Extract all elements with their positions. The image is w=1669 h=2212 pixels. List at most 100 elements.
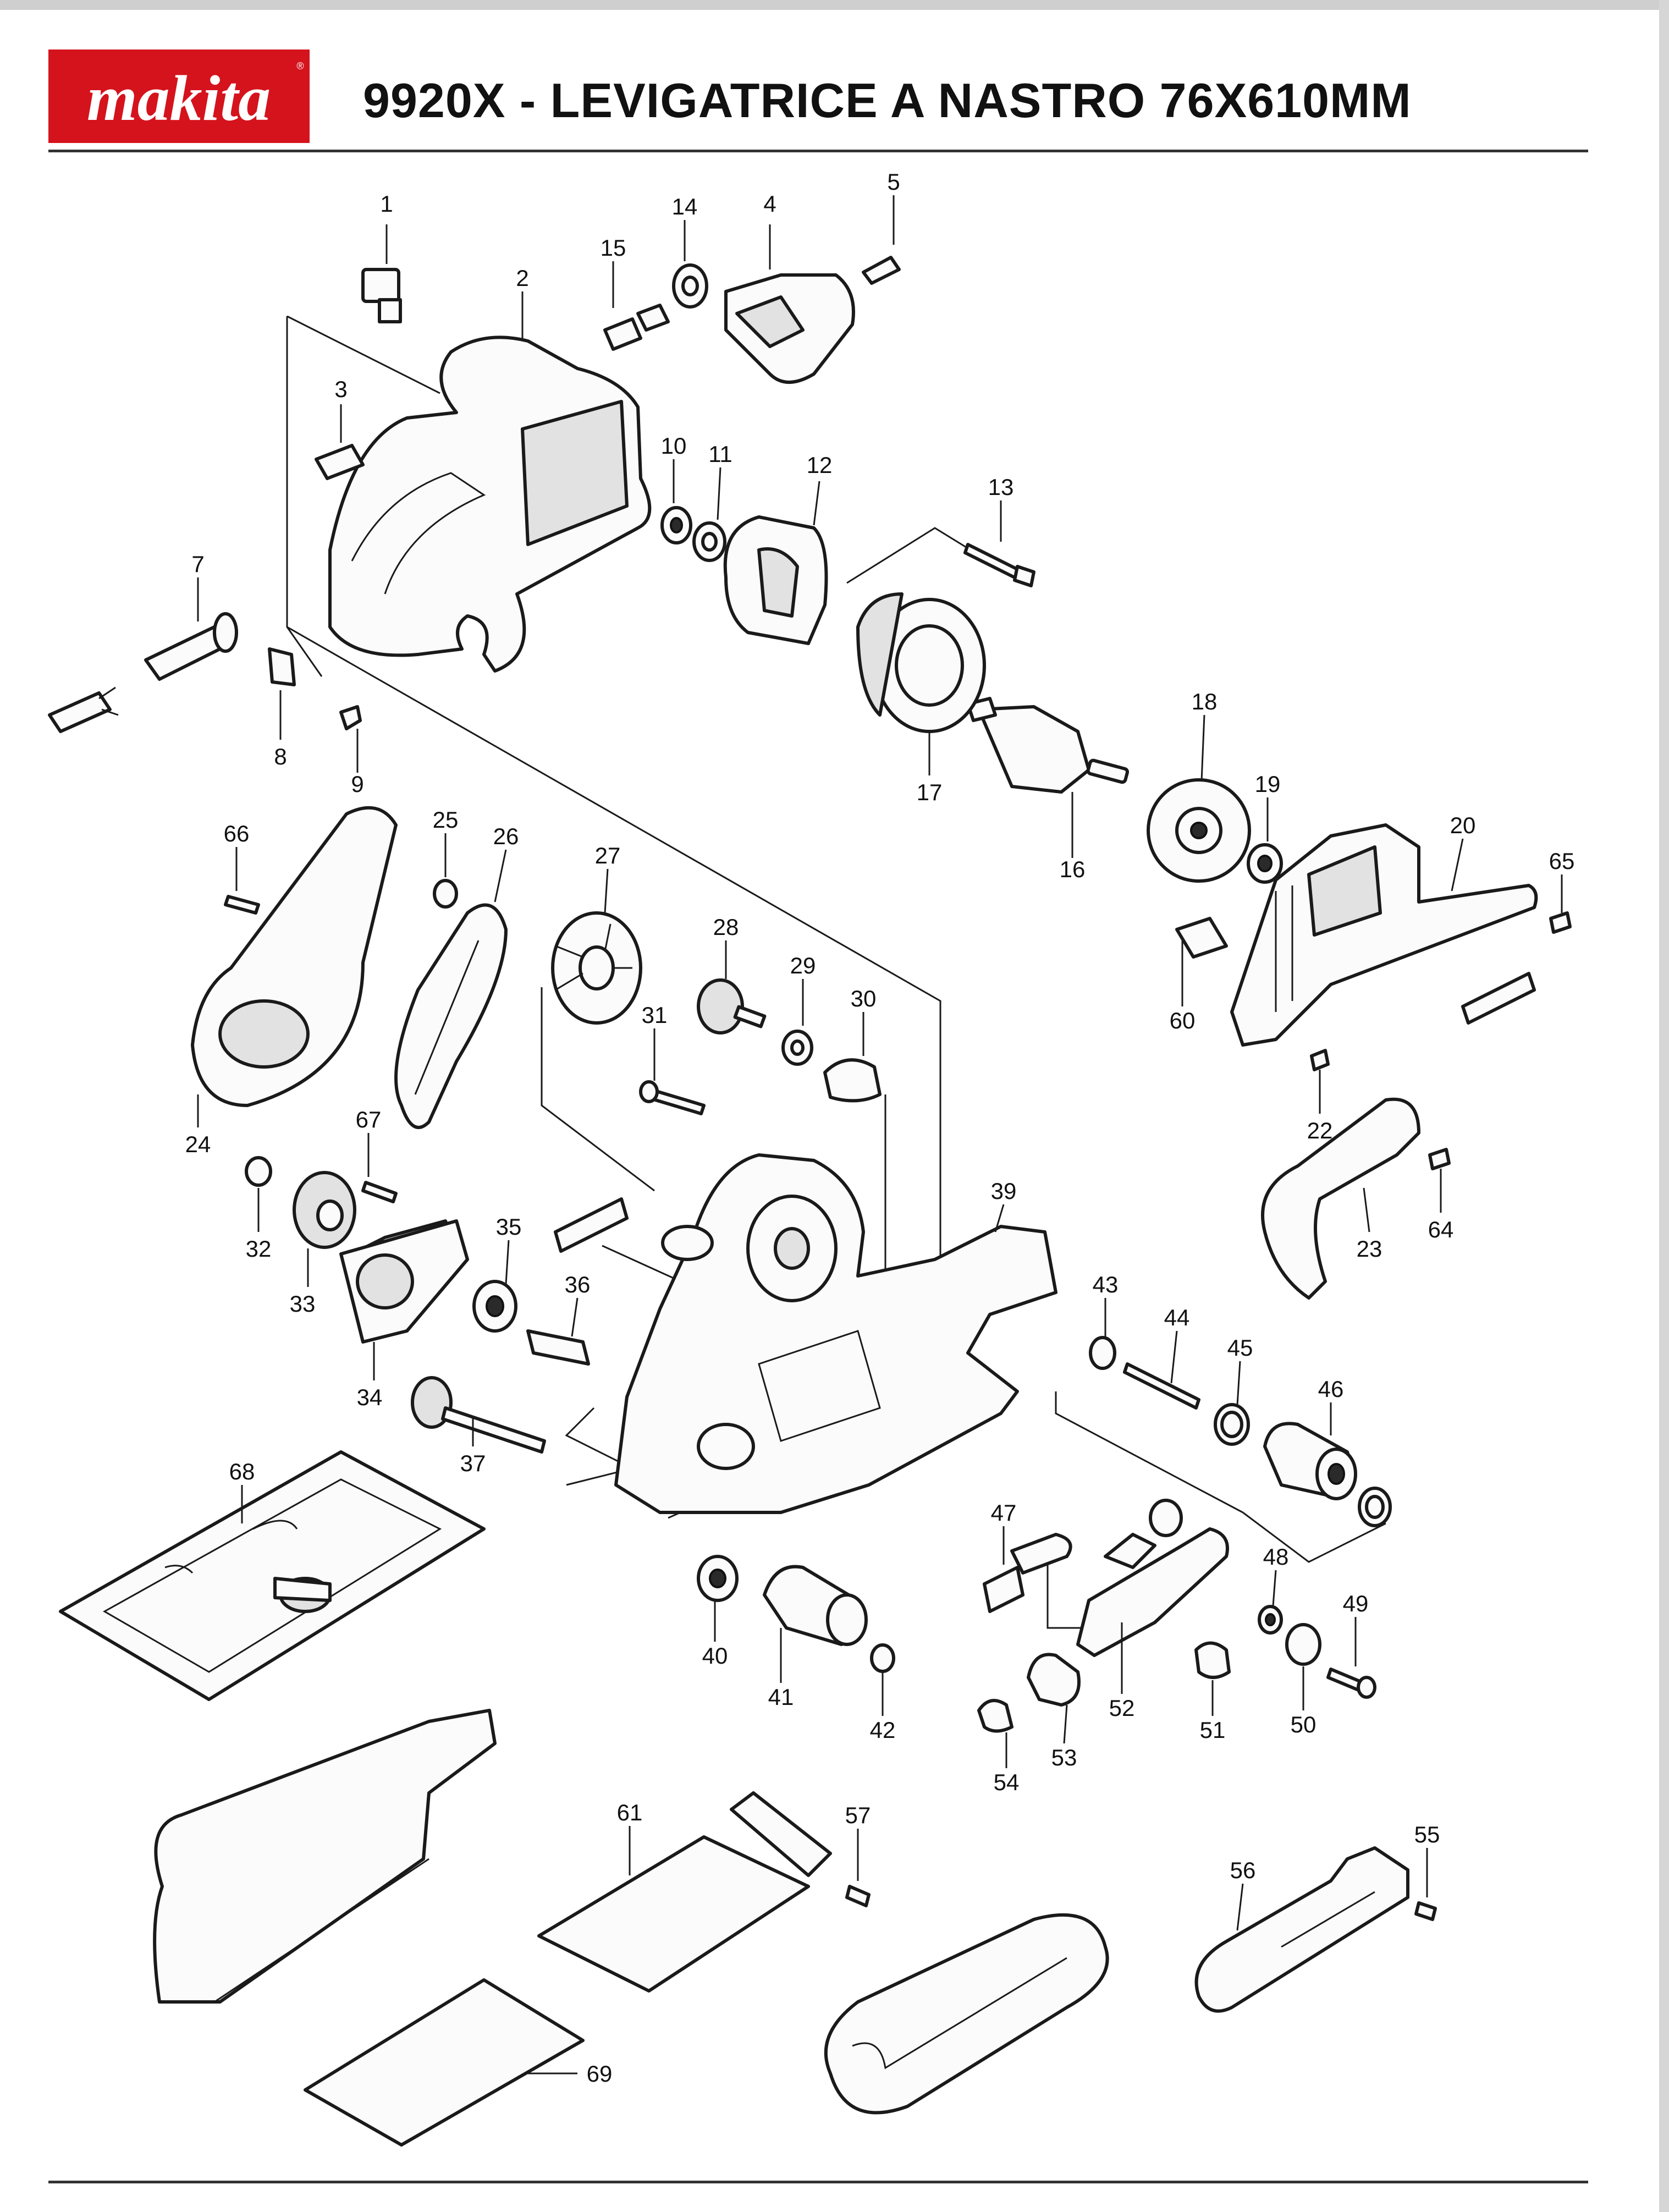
callout-53: 53 xyxy=(1051,1745,1077,1770)
callout-31: 31 xyxy=(642,1002,668,1028)
footer-divider xyxy=(48,2181,1588,2183)
header-divider xyxy=(48,150,1588,152)
part-25-nut xyxy=(433,833,458,909)
warning-label xyxy=(554,1197,629,1253)
callout-30: 30 xyxy=(851,986,877,1011)
part-16-armature xyxy=(966,697,1130,858)
part-69-filter-paper xyxy=(304,1978,585,2147)
part-12-field-coil xyxy=(723,481,828,645)
callout-60: 60 xyxy=(1170,1008,1196,1033)
part-39-gear-housing xyxy=(614,1153,1057,1514)
part-23-handle xyxy=(1261,1097,1420,1300)
part-17-fan-baffle xyxy=(856,592,986,775)
page-title: 9920X - LEVIGATRICE A NASTRO 76X610MM xyxy=(363,73,1412,128)
part-50-cap xyxy=(1285,1623,1321,1710)
part-49-bolt xyxy=(1326,1617,1376,1699)
callout-51: 51 xyxy=(1200,1717,1226,1743)
part-22-screw xyxy=(1310,1049,1330,1114)
part-5-screw xyxy=(862,195,901,285)
callout-12: 12 xyxy=(807,452,833,478)
callout-4: 4 xyxy=(763,191,776,217)
callout-9: 9 xyxy=(351,771,363,797)
part-20-handle-cover xyxy=(1230,823,1538,1047)
callout-54: 54 xyxy=(994,1769,1020,1795)
callout-10: 10 xyxy=(661,433,687,459)
part-46-end-ring xyxy=(1358,1487,1392,1527)
part-32-nut xyxy=(245,1156,272,1232)
part-1-brush-holder-cap xyxy=(361,224,402,323)
callout-35: 35 xyxy=(496,1214,522,1240)
part-55-screw xyxy=(1414,1848,1437,1921)
callout-7: 7 xyxy=(191,551,204,577)
dust-bag xyxy=(153,1709,497,2004)
svg-text:®: ® xyxy=(296,60,304,71)
makita-logo: makita ® xyxy=(48,49,310,143)
part-47-lever xyxy=(983,1526,1072,1613)
part-68-base-plate xyxy=(59,1450,486,1701)
part-31-screw xyxy=(639,1028,706,1115)
part-33-pulley xyxy=(293,1171,356,1287)
part-57-screw xyxy=(845,1829,871,1907)
callout-26: 26 xyxy=(493,823,519,849)
part-45-ring xyxy=(1214,1361,1250,1446)
part-14-brush-holder xyxy=(672,220,708,309)
part-11-washer xyxy=(692,467,726,562)
part-44-roller-shaft xyxy=(1123,1330,1200,1410)
sanding-belt xyxy=(824,1913,1109,2115)
callout-14: 14 xyxy=(672,194,698,219)
callout-27: 27 xyxy=(595,843,621,868)
callout-15: 15 xyxy=(601,235,626,261)
part-40-bearing xyxy=(697,1555,739,1642)
part-65-screw xyxy=(1549,874,1572,934)
part-28-pulley xyxy=(697,940,767,1035)
part-7-cord-guard xyxy=(48,577,238,733)
part-52-tension-bracket xyxy=(1076,1499,1229,1694)
part-51-spring xyxy=(1194,1641,1231,1716)
part-43-retaining-ring xyxy=(1089,1298,1116,1370)
part-15-carbon-brush xyxy=(603,261,670,351)
part-9-screw xyxy=(339,705,362,773)
callout-49: 49 xyxy=(1343,1591,1369,1616)
part-35-bearing xyxy=(472,1240,517,1333)
callout-68: 68 xyxy=(229,1459,255,1484)
callout-32: 32 xyxy=(246,1236,272,1262)
part-64-screw xyxy=(1428,1148,1451,1213)
callout-22: 22 xyxy=(1307,1118,1333,1143)
callout-37: 37 xyxy=(460,1450,486,1476)
part-10-bearing xyxy=(660,459,692,544)
part-56-belt-guide xyxy=(1194,1846,1409,2013)
makita-logo-wordmark: makita ® xyxy=(87,60,304,134)
callout-numbers: 1 2 3 4 5 7 8 9 10 11 12 13 14 15 16 17 … xyxy=(185,169,1575,2087)
callout-29: 29 xyxy=(790,953,816,978)
part-60-label-clip xyxy=(1175,917,1228,1006)
part-30-spring xyxy=(823,1012,882,1103)
window-frame-top xyxy=(0,0,1669,10)
callout-65: 65 xyxy=(1549,848,1575,874)
part-37-drive-shaft xyxy=(411,1376,546,1454)
callout-11: 11 xyxy=(708,441,732,467)
part-13-long-screw xyxy=(963,500,1035,587)
callout-23: 23 xyxy=(1357,1236,1382,1262)
callout-33: 33 xyxy=(290,1291,316,1317)
callout-24: 24 xyxy=(185,1131,211,1157)
part-54-spring xyxy=(977,1699,1013,1768)
callout-28: 28 xyxy=(713,914,739,940)
callout-19: 19 xyxy=(1255,771,1281,797)
callout-16: 16 xyxy=(1060,856,1086,882)
part-18-gear xyxy=(1147,714,1251,883)
callout-57: 57 xyxy=(845,1802,871,1828)
callout-64: 64 xyxy=(1428,1217,1454,1242)
part-29-washer xyxy=(781,979,813,1066)
callout-55: 55 xyxy=(1414,1822,1440,1847)
callout-25: 25 xyxy=(433,807,459,833)
callout-48: 48 xyxy=(1263,1544,1289,1570)
part-53-sleeve xyxy=(1027,1653,1081,1744)
callout-1: 1 xyxy=(380,191,393,217)
callout-66: 66 xyxy=(224,821,250,846)
part-66-screw xyxy=(224,847,260,915)
callout-69: 69 xyxy=(587,2061,613,2087)
callout-8: 8 xyxy=(274,744,287,769)
callout-45: 45 xyxy=(1227,1335,1253,1361)
